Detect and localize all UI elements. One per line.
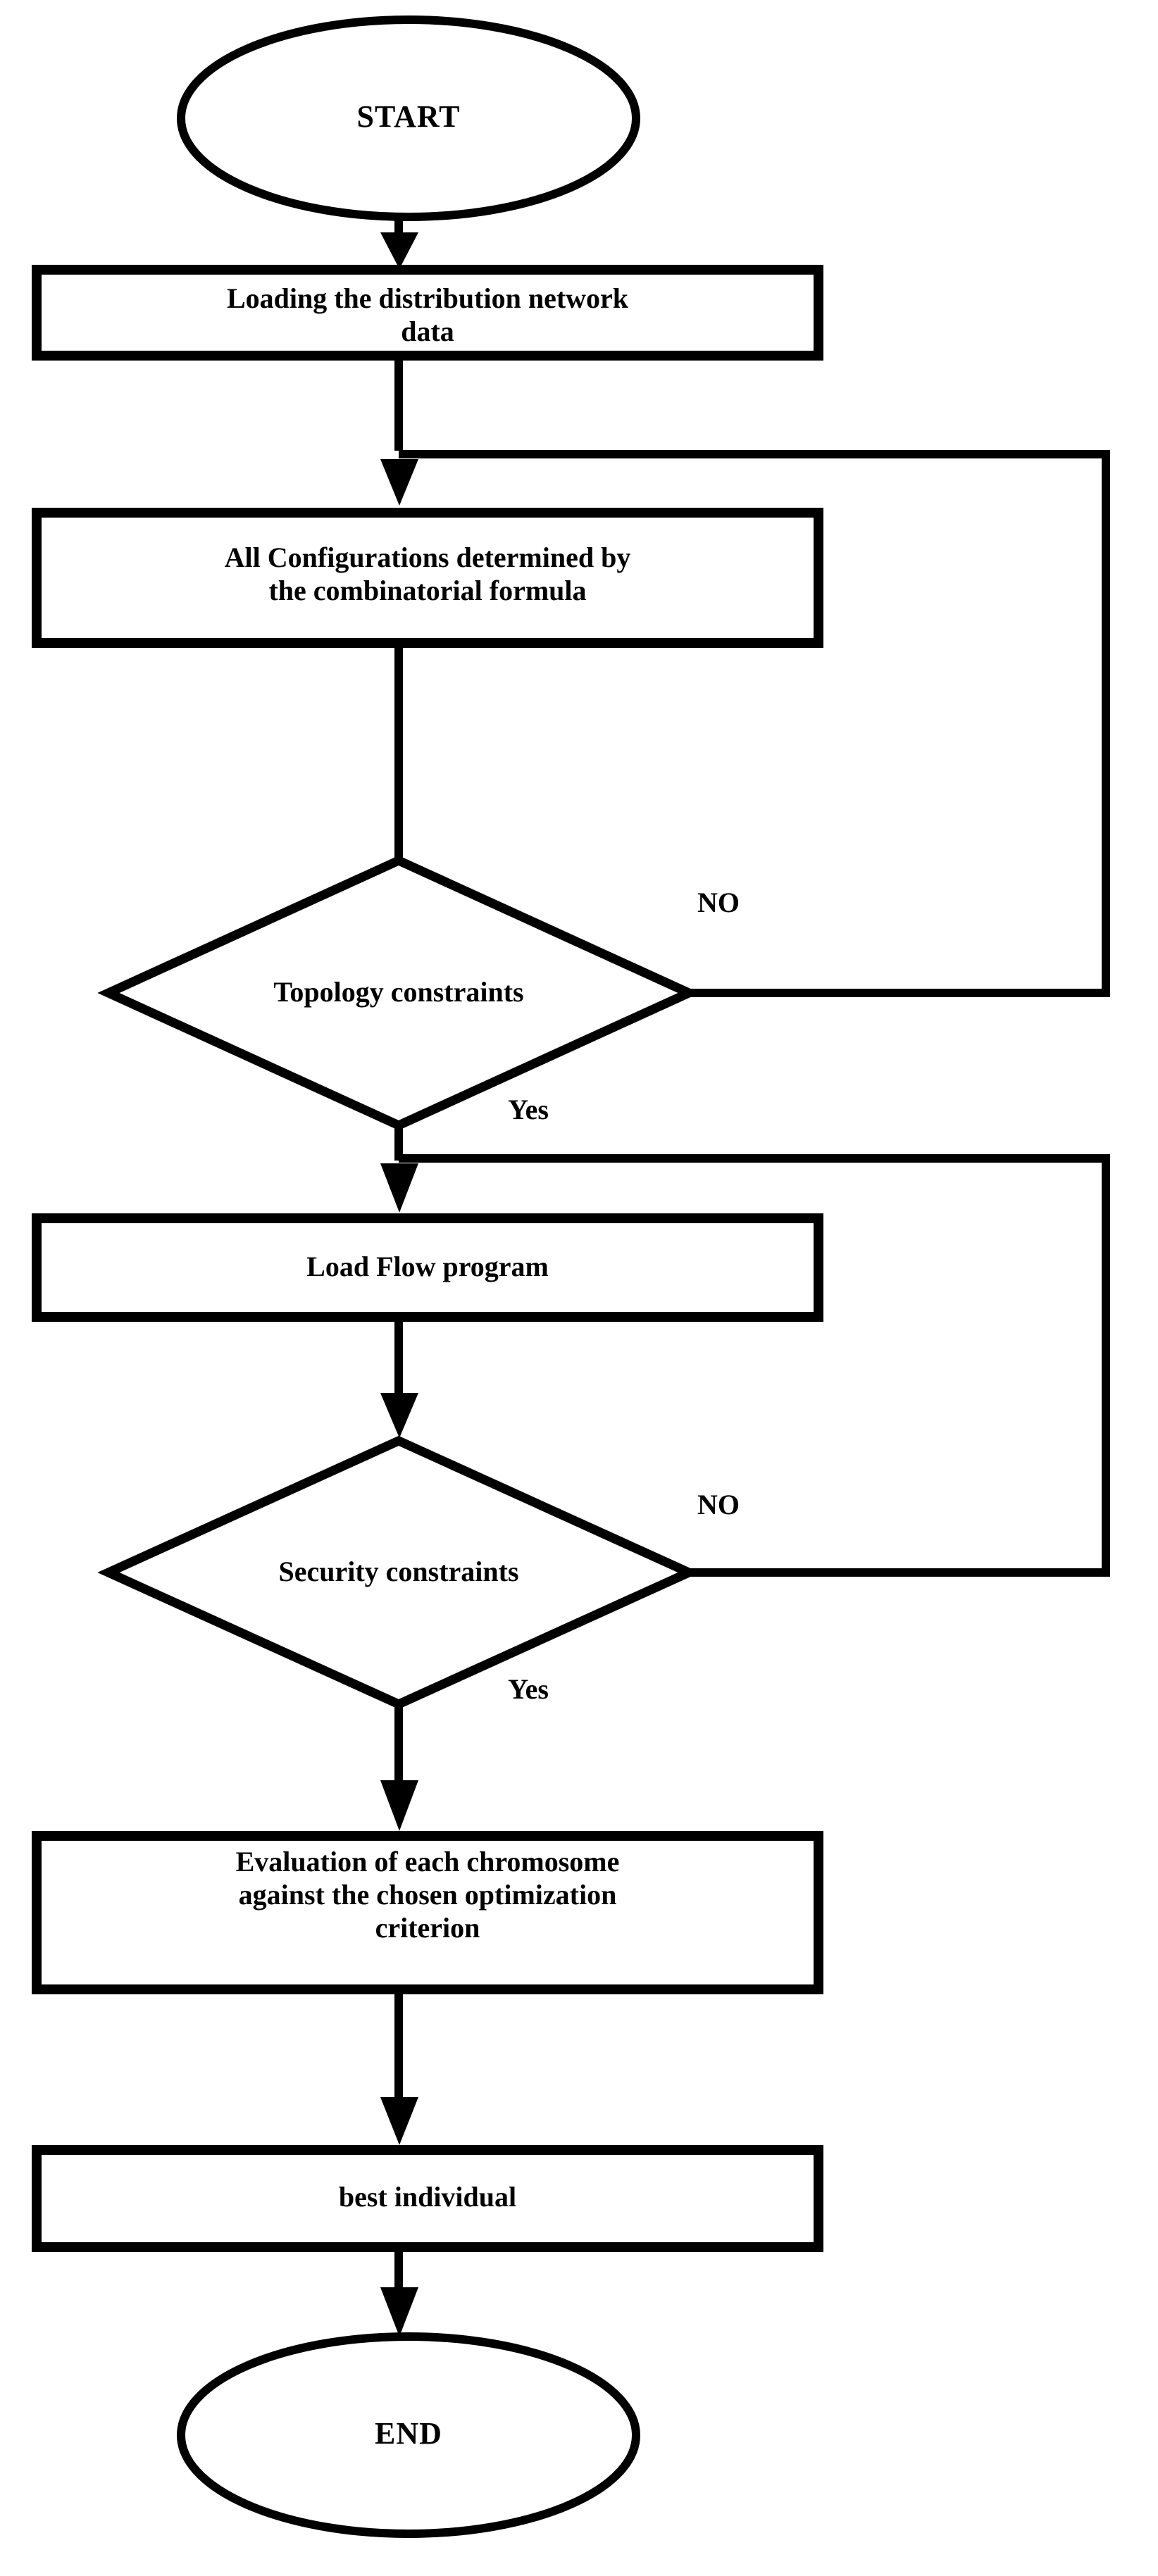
- arrowhead-best-to-end: [380, 2287, 418, 2337]
- security-decision-shape: [97, 1435, 700, 1710]
- topology-decision-shape: [97, 855, 700, 1131]
- arrowhead-load-flow-to-security: [380, 1393, 418, 1438]
- load-flow-box-shape: [32, 1213, 823, 1322]
- load-data-box-shape: [32, 265, 823, 361]
- start-terminator-shape: [177, 15, 640, 221]
- best-individual-box-shape: [32, 2145, 823, 2252]
- arrowhead-load-data-to-all-configs: [380, 459, 418, 506]
- arrowhead-security-to-evaluation: [380, 1780, 418, 1831]
- arrowhead-evaluation-to-best: [380, 2097, 418, 2145]
- arrowhead-start-to-load-data: [380, 232, 418, 269]
- arrowhead-topology-to-load-flow: [380, 1163, 418, 1213]
- end-terminator-shape: [177, 2332, 640, 2538]
- all-configs-box-shape: [32, 508, 823, 648]
- evaluation-box-shape: [32, 1831, 823, 1994]
